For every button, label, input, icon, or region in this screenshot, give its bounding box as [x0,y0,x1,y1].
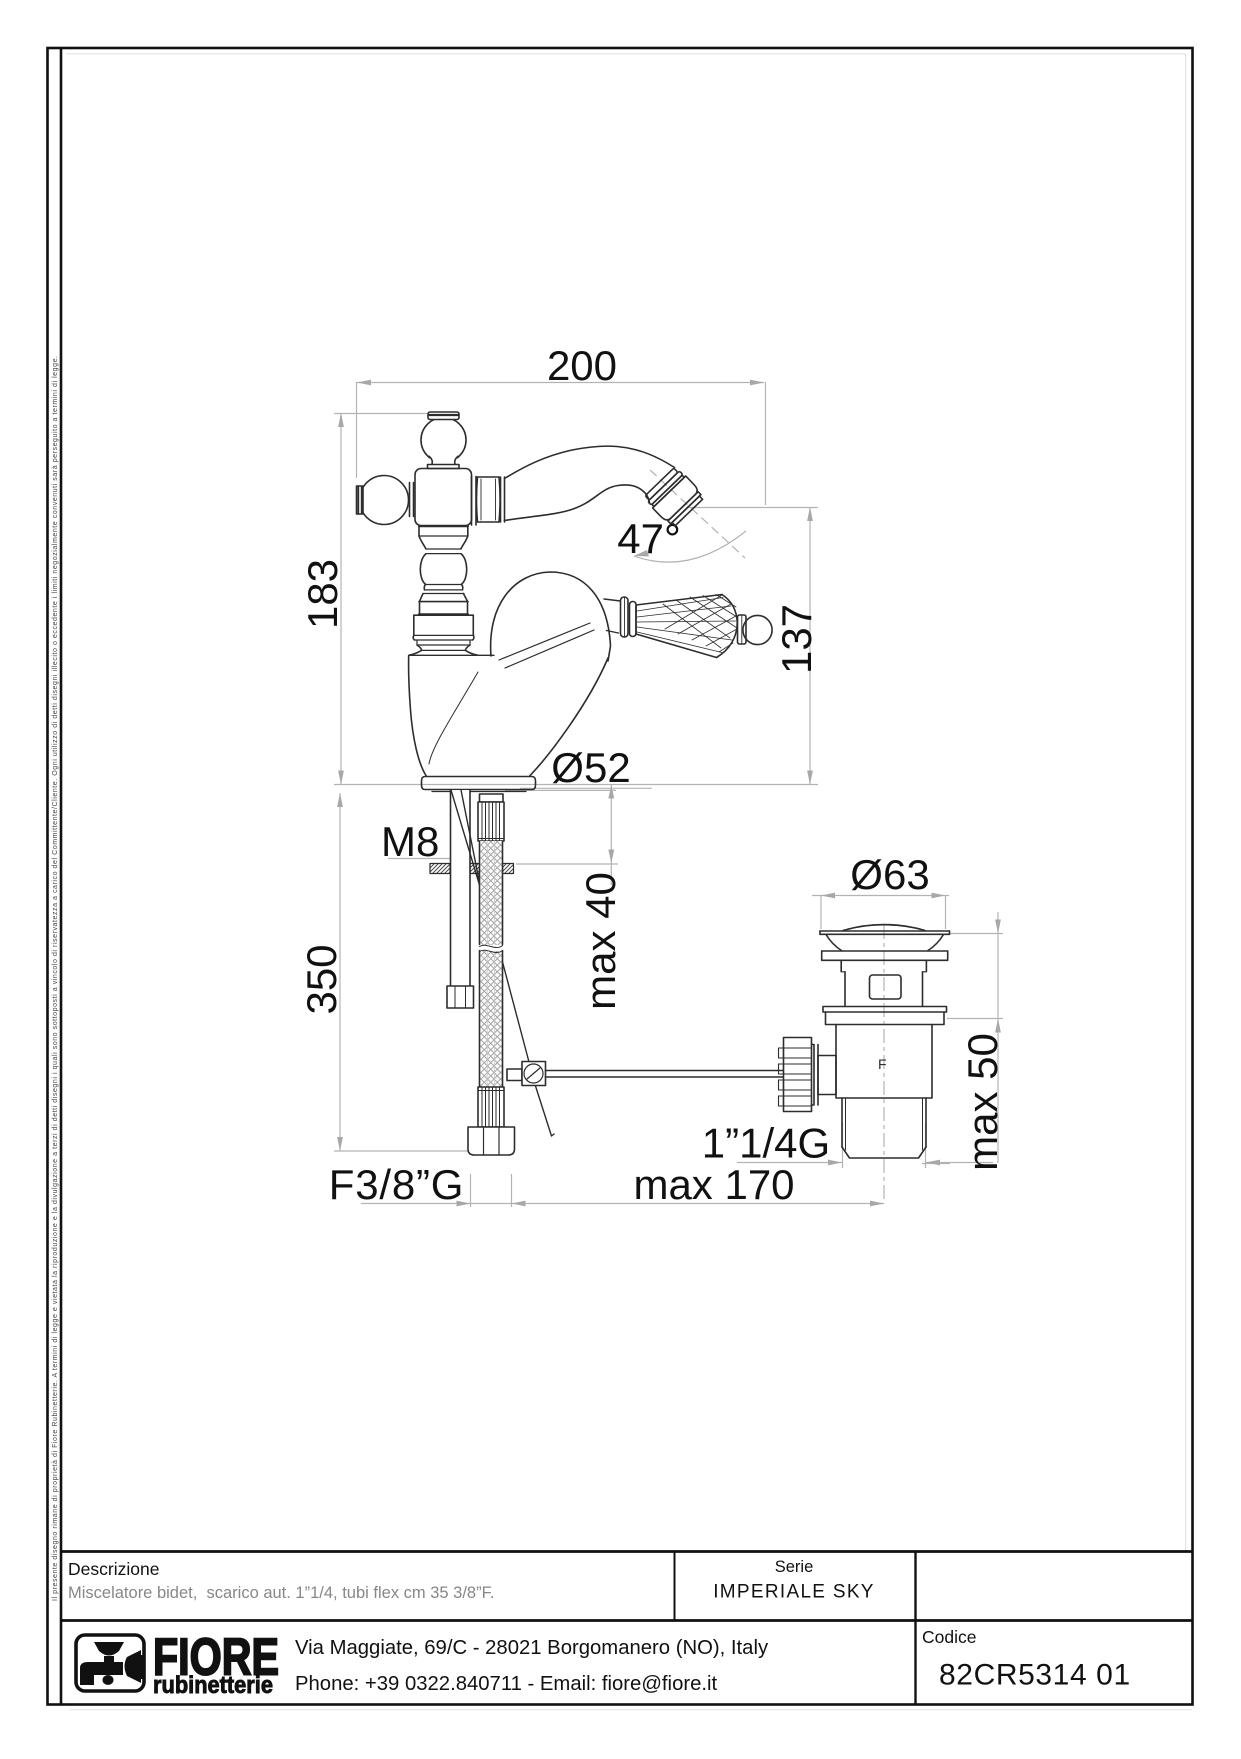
svg-text:Il presente disegno rimane di: Il presente disegno rimane di proprietà… [52,356,59,1601]
svg-text:Descrizione: Descrizione [68,1559,159,1579]
svg-text:200: 200 [547,342,617,389]
svg-text:IMPERIALE SKY: IMPERIALE SKY [713,1582,875,1603]
svg-text:350: 350 [298,944,345,1014]
svg-text:Via Maggiate, 69/C - 28021 Bor: Via Maggiate, 69/C - 28021 Borgomanero (… [295,1637,769,1659]
svg-text:FIORE: FIORE [153,1629,279,1687]
svg-text:M8: M8 [381,818,439,865]
svg-text:rubinetterie: rubinetterie [153,1672,273,1699]
svg-text:F: F [878,1056,887,1072]
svg-text:max 170: max 170 [633,1161,794,1208]
svg-text:max 50: max 50 [959,1033,1006,1171]
svg-text:183: 183 [299,559,346,629]
svg-text:Phone: +39 0322.840711 - Email: Phone: +39 0322.840711 - Email: fiore@fi… [295,1673,718,1695]
svg-text:Ø52: Ø52 [551,744,630,791]
svg-text:Serie: Serie [775,1558,814,1576]
svg-text:max 40: max 40 [577,872,624,1010]
svg-text:47°: 47° [617,515,681,562]
svg-text:Ø63: Ø63 [850,851,929,898]
svg-text:137: 137 [773,604,820,674]
svg-text:Miscelatore bidet, scarico au: Miscelatore bidet, scarico aut. 1”1/4, t… [68,1584,494,1602]
svg-text:Codice: Codice [922,1627,976,1647]
svg-text:1”1/4G: 1”1/4G [702,1120,830,1167]
svg-text:F3/8”G: F3/8”G [329,1161,465,1208]
svg-text:82CR5314 01: 82CR5314 01 [939,1659,1131,1692]
